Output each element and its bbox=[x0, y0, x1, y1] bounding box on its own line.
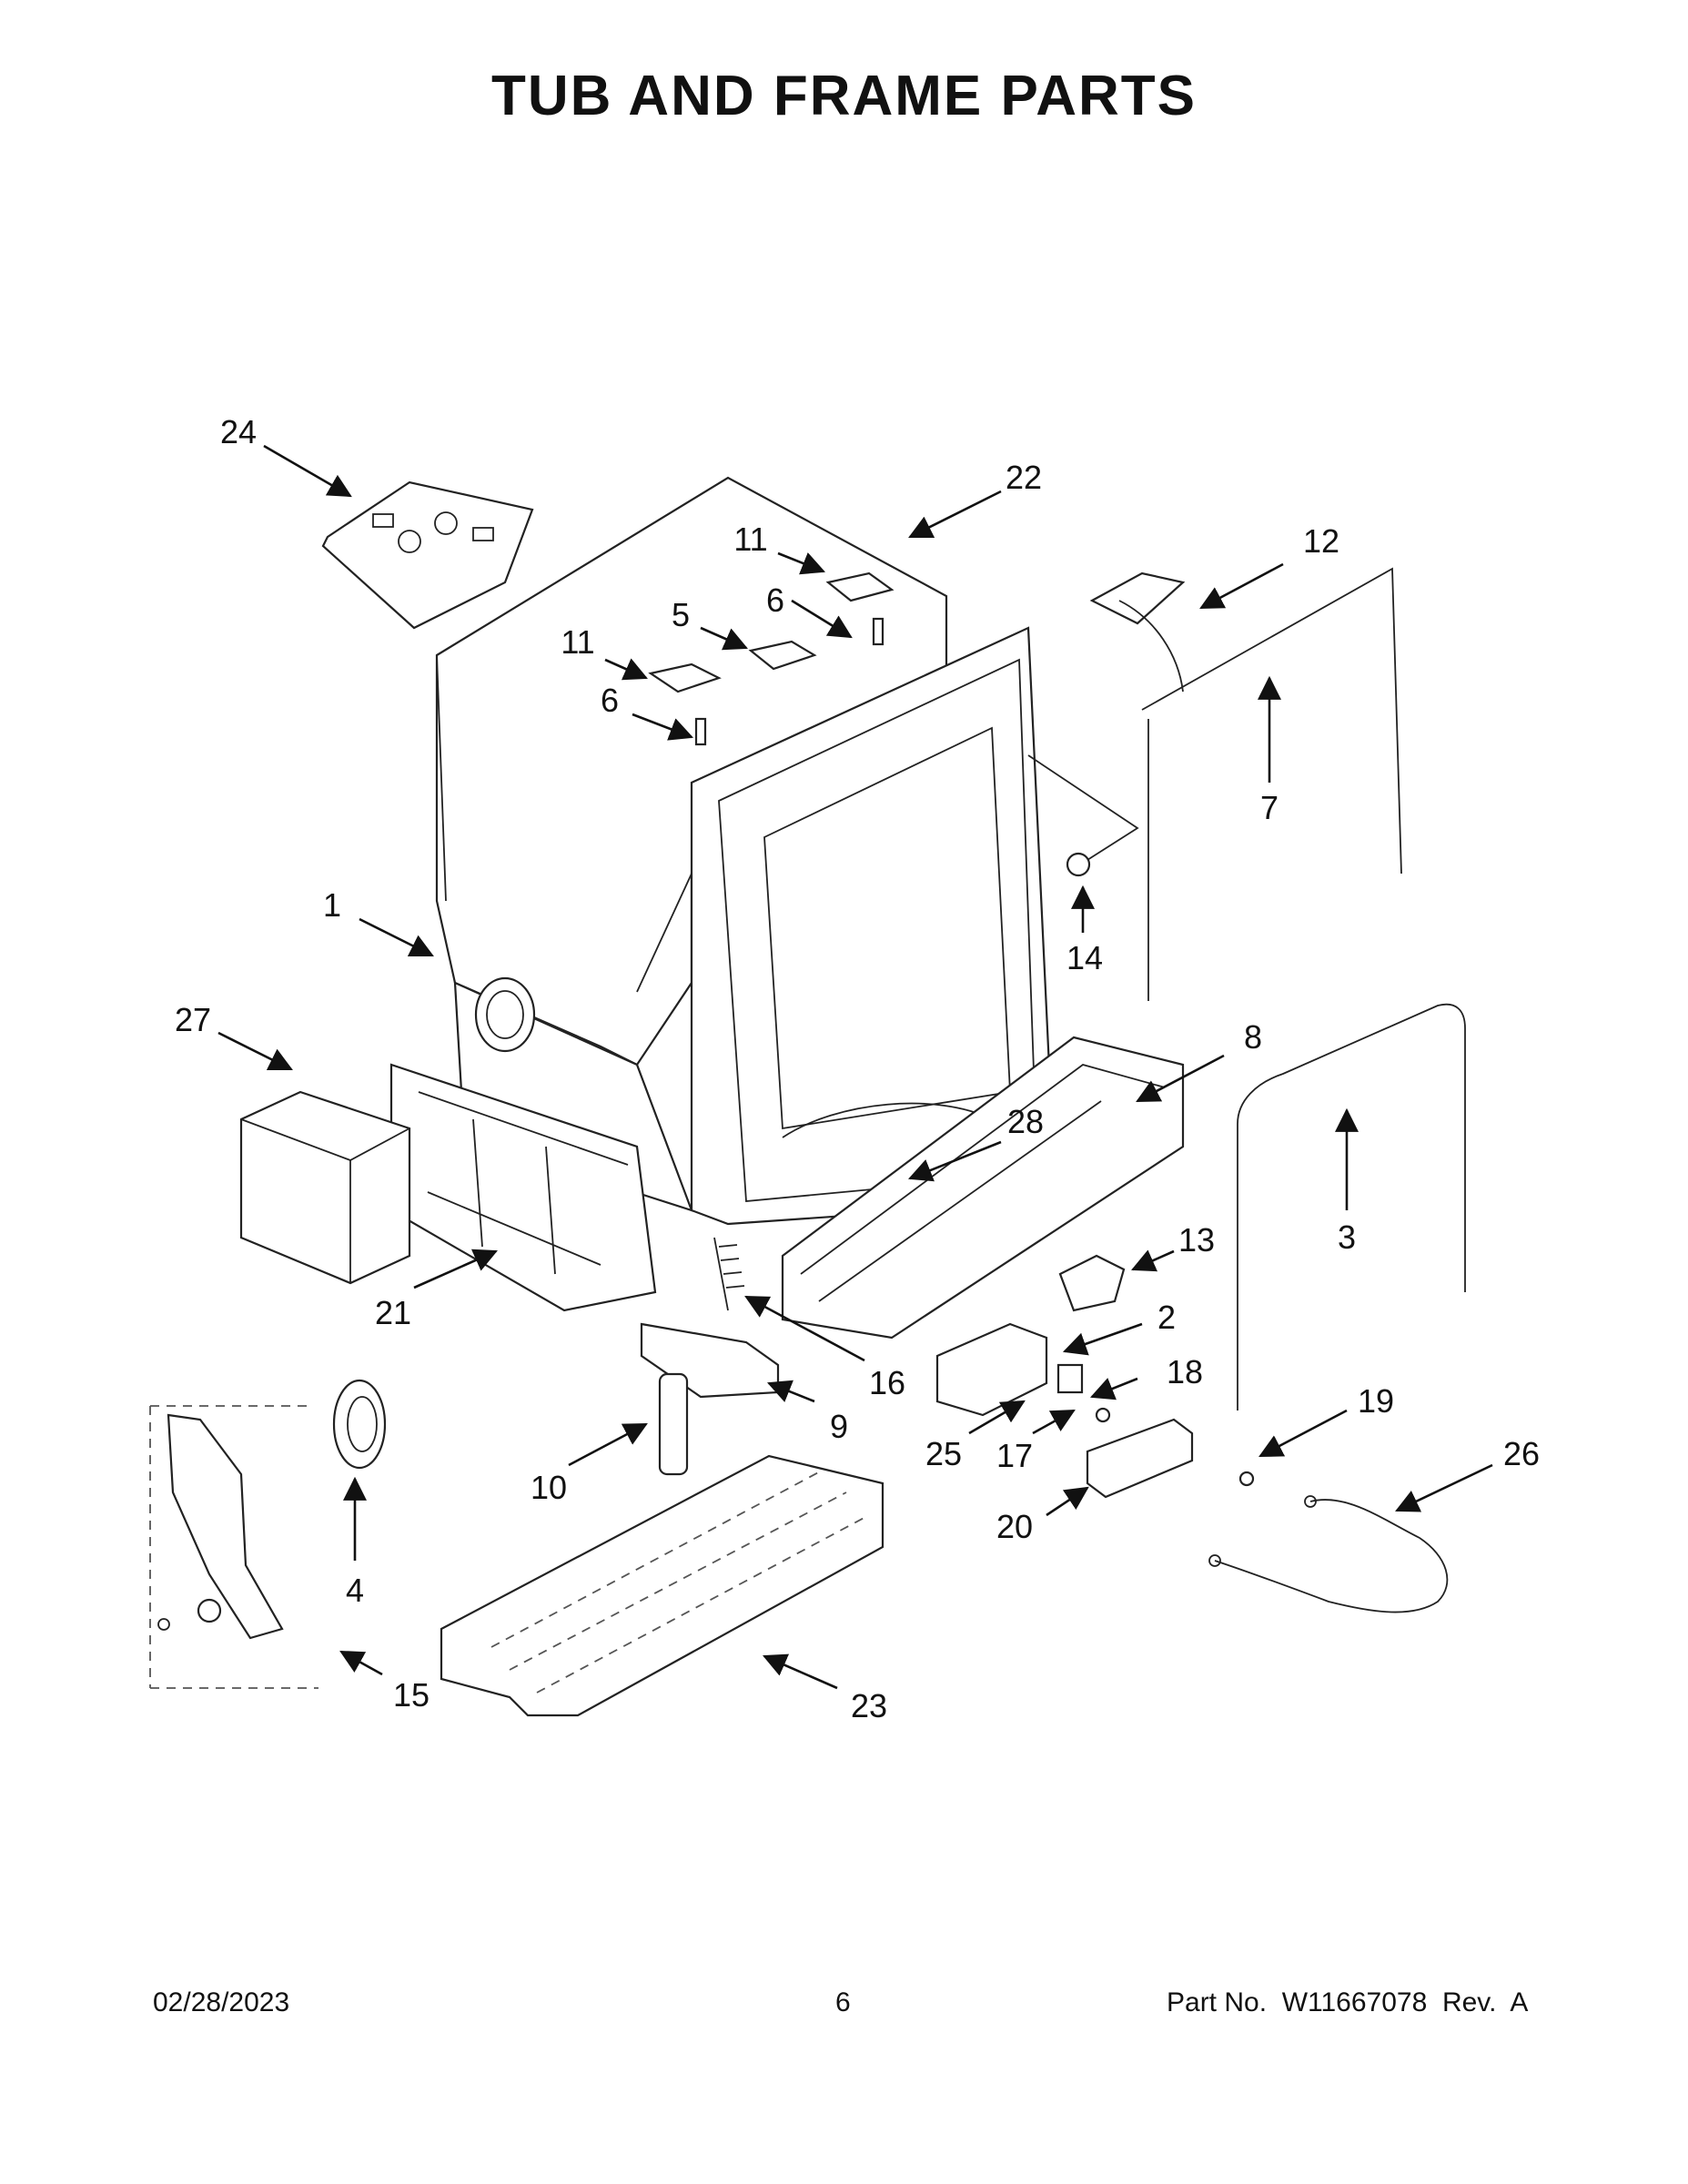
gaskets-drawing bbox=[1089, 567, 1466, 1410]
callout-8: 8 bbox=[1244, 1018, 1262, 1056]
leader-lines bbox=[217, 444, 1493, 1690]
callout-16: 16 bbox=[869, 1364, 905, 1401]
callout-13: 13 bbox=[1178, 1221, 1215, 1259]
float-and-switch-drawing bbox=[935, 1254, 1255, 1499]
hinge-brackets-drawing bbox=[648, 571, 895, 746]
callout-11-upper: 11 bbox=[733, 521, 767, 558]
wire-harness-drawing bbox=[1208, 1495, 1449, 1613]
callout-25: 25 bbox=[925, 1435, 962, 1472]
callout-15: 15 bbox=[393, 1676, 430, 1714]
vent-assembly-drawing bbox=[149, 1405, 318, 1689]
fan-wheel-drawing bbox=[332, 1379, 387, 1470]
callout-26: 26 bbox=[1503, 1435, 1540, 1472]
leg-and-bracket-drawing bbox=[640, 1237, 780, 1476]
callout-2: 2 bbox=[1157, 1299, 1176, 1336]
callout-labels: 24 22 11 5 6 11 6 1 27 12 7 14 8 3 28 13… bbox=[175, 413, 1540, 1724]
callout-14: 14 bbox=[1066, 939, 1103, 976]
callout-21: 21 bbox=[375, 1294, 411, 1331]
callout-18: 18 bbox=[1167, 1353, 1203, 1390]
callout-22: 22 bbox=[1006, 459, 1042, 496]
footer-date: 02/28/2023 bbox=[153, 1987, 290, 2017]
callout-19: 19 bbox=[1358, 1382, 1394, 1420]
callout-4: 4 bbox=[346, 1572, 364, 1609]
callout-23: 23 bbox=[851, 1687, 887, 1724]
toe-insulation-drawing bbox=[239, 1090, 411, 1285]
bottom-insulation-drawing bbox=[440, 1454, 884, 1717]
footer-part-info: Part No. W11667078 Rev. A bbox=[1167, 1987, 1529, 2017]
callout-11-lower: 11 bbox=[561, 623, 594, 661]
callout-5: 5 bbox=[672, 596, 690, 633]
callout-17: 17 bbox=[996, 1437, 1033, 1474]
callout-10: 10 bbox=[531, 1469, 567, 1506]
callout-24: 24 bbox=[220, 413, 257, 450]
callout-12: 12 bbox=[1303, 522, 1339, 560]
callout-3: 3 bbox=[1338, 1218, 1356, 1256]
callout-9: 9 bbox=[830, 1408, 848, 1445]
callout-28: 28 bbox=[1007, 1103, 1044, 1140]
callout-7: 7 bbox=[1260, 789, 1279, 826]
callout-6-upper: 6 bbox=[766, 581, 784, 619]
base-rail-drawing bbox=[781, 1036, 1185, 1340]
callout-27: 27 bbox=[175, 1001, 211, 1038]
parts-bag-drawing bbox=[321, 480, 534, 630]
page-title: TUB AND FRAME PARTS bbox=[490, 65, 1198, 127]
plug-drawing bbox=[1027, 754, 1139, 877]
callout-20: 20 bbox=[996, 1508, 1033, 1545]
footer-page-number: 6 bbox=[835, 1987, 851, 2017]
callout-6-lower: 6 bbox=[601, 682, 619, 719]
callout-1: 1 bbox=[323, 886, 341, 924]
